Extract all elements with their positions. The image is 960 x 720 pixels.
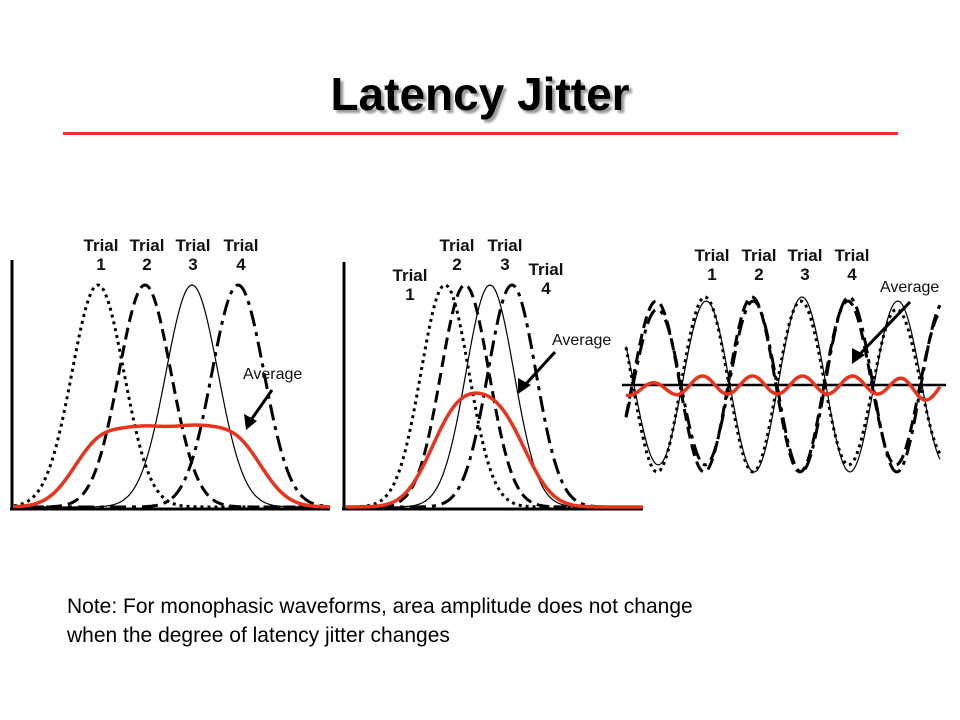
panel3-average-trace: [625, 374, 942, 402]
svg-text:4: 4: [541, 279, 551, 298]
panel3-trial1-trace: [624, 295, 942, 474]
panel1-trial1-trace: [13, 283, 330, 509]
panel1-average-label: Average: [243, 366, 302, 383]
note-line-1: Note: For monophasic waveforms, area amp…: [67, 595, 693, 618]
svg-text:Trial: Trial: [84, 236, 119, 255]
note-text: Note: For monophasic waveforms, area amp…: [67, 592, 927, 650]
svg-text:Trial: Trial: [393, 266, 428, 285]
panel2-trial4-label: Trial 4: [529, 260, 564, 298]
panel-multiphasic: Trial 1 Trial 2 Trial 3 Trial 4 Average: [622, 246, 946, 474]
svg-text:Trial: Trial: [130, 236, 165, 255]
panel3-average-label: Average: [880, 279, 939, 296]
panel3-trial3-label: Trial 3: [788, 246, 823, 284]
panel1-trial3-trace: [14, 284, 330, 508]
panel2-average-label: Average: [552, 332, 611, 349]
panel1-trial4-trace: [14, 283, 331, 509]
svg-text:Trial: Trial: [788, 246, 823, 265]
svg-text:Trial: Trial: [488, 236, 523, 255]
panel2-average-trace: [346, 391, 643, 509]
panel-wide-jitter: Trial 1 Trial 2 Trial 3 Trial 4 Average: [10, 236, 331, 511]
svg-text:Trial: Trial: [835, 246, 870, 265]
svg-text:4: 4: [847, 265, 857, 284]
svg-text:Trial: Trial: [440, 236, 475, 255]
panel3-trial4-label: Trial 4: [835, 246, 870, 284]
panel3-trial4-trace: [624, 295, 942, 474]
svg-text:2: 2: [754, 265, 763, 284]
panel2-trial1-label: Trial 1: [393, 266, 428, 304]
panel1-average-trace: [13, 423, 330, 509]
panel1-trial4-label: Trial 4: [224, 236, 259, 274]
svg-text:Trial: Trial: [224, 236, 259, 255]
panel1-trial1-label: Trial 1: [84, 236, 119, 274]
svg-text:Trial: Trial: [695, 246, 730, 265]
panel3-trial3-trace: [625, 296, 941, 473]
svg-text:1: 1: [96, 255, 105, 274]
panel1-average-arrow: [244, 389, 274, 430]
panel1-trial2-label: Trial 2: [130, 236, 165, 274]
panel3-trial1-label: Trial 1: [695, 246, 730, 284]
svg-text:2: 2: [452, 255, 461, 274]
panel-narrow-jitter: Trial 1 Trial 2 Trial 3 Trial 4 Average: [342, 236, 643, 511]
slide-title: Latency Jitter: [330, 68, 630, 120]
svg-text:4: 4: [236, 255, 246, 274]
panel3-average-arrow: [852, 300, 912, 364]
svg-text:3: 3: [800, 265, 809, 284]
svg-text:Trial: Trial: [176, 236, 211, 255]
svg-text:1: 1: [405, 285, 414, 304]
svg-text:1: 1: [707, 265, 716, 284]
svg-text:2: 2: [142, 255, 151, 274]
panel1-trial3-label: Trial 3: [176, 236, 211, 274]
panel2-average-arrow: [518, 350, 557, 394]
svg-text:Trial: Trial: [742, 246, 777, 265]
svg-text:3: 3: [500, 255, 509, 274]
svg-text:3: 3: [188, 255, 197, 274]
svg-text:Trial: Trial: [529, 260, 564, 279]
note-line-2: when the degree of latency jitter change…: [67, 624, 450, 647]
panel3-trial2-label: Trial 2: [742, 246, 777, 284]
panel2-trial3-label: Trial 3: [488, 236, 523, 274]
panel2-trial2-label: Trial 2: [440, 236, 475, 274]
panel2-trial2-trace: [346, 283, 643, 509]
title-rule: [63, 132, 898, 135]
panel1-trial2-trace: [14, 283, 330, 509]
